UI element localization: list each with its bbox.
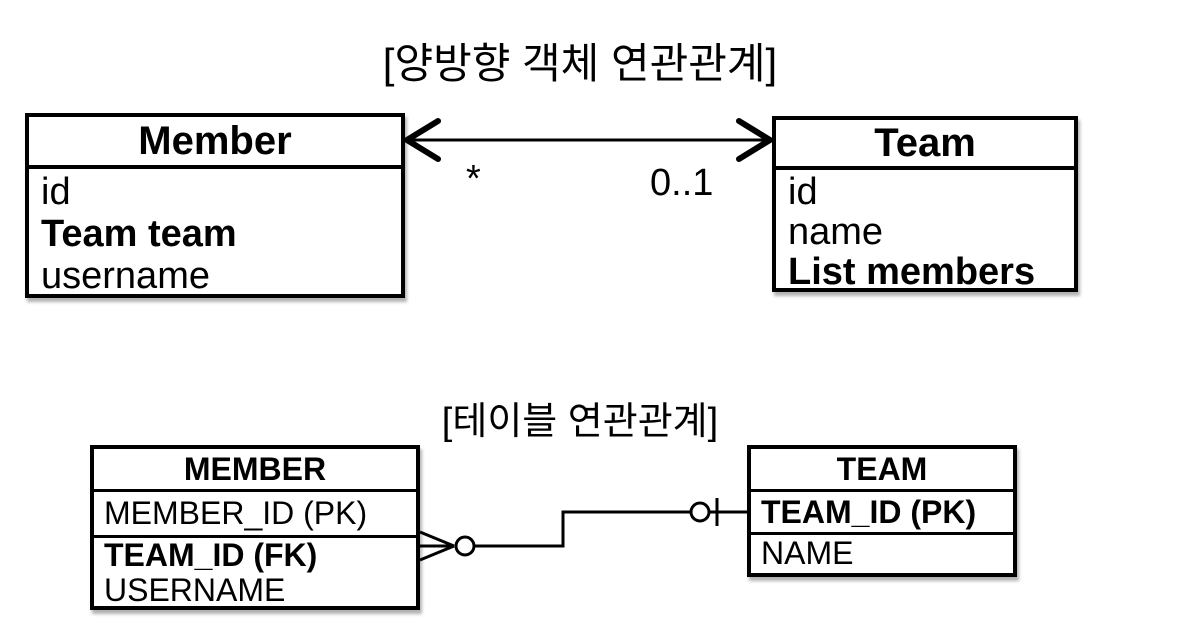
arrowhead-left-icon: [401, 118, 441, 162]
member-table-box: MEMBER MEMBER_ID (PK) TEAM_ID (FK) USERN…: [90, 445, 420, 610]
member-table-pk-row: MEMBER_ID (PK): [94, 492, 416, 538]
member-table-username-row: USERNAME: [104, 572, 286, 608]
team-table-pk-row: TEAM_ID (PK): [751, 492, 1013, 535]
table-relationship-connector: [419, 498, 747, 562]
bidirectional-association-arrow: [401, 118, 776, 162]
team-class-box: Team id name List members: [772, 116, 1078, 292]
team-class-name: Team: [776, 120, 1074, 170]
team-field-name: name: [788, 211, 884, 253]
team-class-fields: id name List members: [776, 170, 1074, 292]
zero-circle-right-icon: [689, 501, 711, 523]
table-diagram-title: [테이블 연관관계]: [441, 401, 719, 443]
crows-foot-many-icon: [419, 530, 455, 562]
team-table-box: TEAM TEAM_ID (PK) NAME: [747, 445, 1017, 577]
multiplicity-right-label: 0..1: [650, 162, 714, 204]
member-table-fk-row: TEAM_ID (FK): [104, 537, 318, 573]
relationship-line: [474, 510, 691, 548]
multiplicity-left-label: *: [466, 158, 481, 200]
team-table-name: TEAM: [751, 449, 1013, 492]
member-table-compartment: TEAM_ID (FK) USERNAME: [94, 537, 416, 608]
member-class-name: Member: [29, 117, 401, 169]
zero-circle-left-icon: [454, 535, 476, 557]
member-field-id: id: [41, 171, 71, 213]
object-diagram-title: [양방향 객체 연관관계]: [382, 40, 778, 87]
member-class-fields: id Team team username: [29, 169, 401, 297]
member-table-name: MEMBER: [94, 449, 416, 492]
arrowhead-right-icon: [736, 118, 776, 162]
team-table-name-row: NAME: [761, 535, 854, 571]
team-field-id: id: [788, 171, 818, 213]
member-field-team: Team team: [41, 213, 237, 255]
member-field-username: username: [41, 255, 210, 297]
member-class-box: Member id Team team username: [25, 113, 405, 298]
team-field-members: List members: [788, 251, 1036, 293]
